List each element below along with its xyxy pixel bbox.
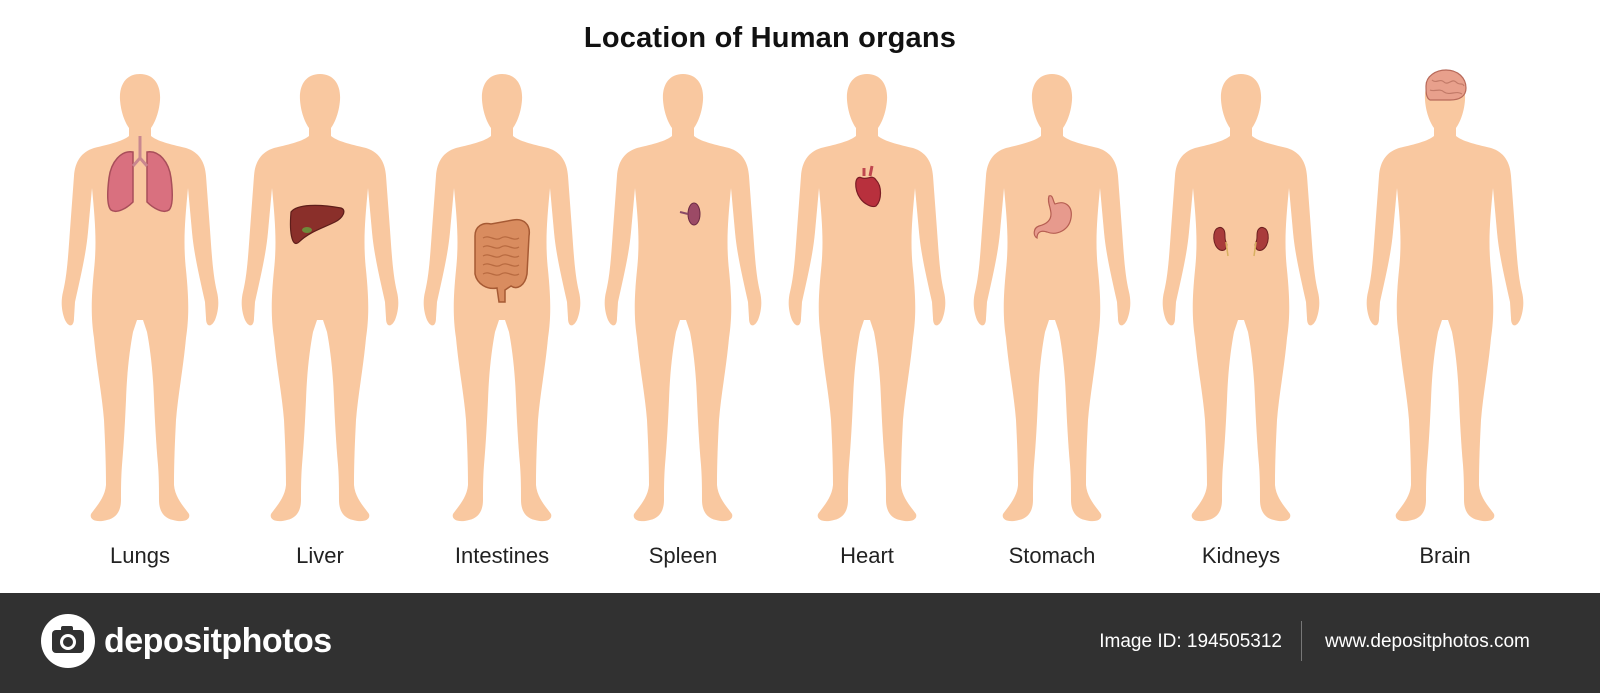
body-silhouette — [604, 74, 762, 522]
label-brain: Brain — [1419, 543, 1471, 568]
body-shape — [788, 74, 946, 522]
body-silhouette — [788, 74, 946, 522]
brand-name: depositphotos — [104, 621, 332, 660]
figure-lungs — [55, 70, 225, 530]
figure-stomach — [967, 70, 1137, 530]
body-shape — [604, 74, 762, 522]
body-shape — [61, 74, 219, 522]
body-silhouette — [1162, 74, 1320, 522]
lungs-icon — [106, 136, 174, 213]
label-stomach: Stomach — [1008, 543, 1096, 568]
body-shape — [973, 74, 1131, 522]
label-heart: Heart — [840, 543, 894, 568]
body-silhouette — [241, 74, 399, 522]
site-link[interactable]: www.depositphotos.com — [1325, 631, 1530, 652]
footer-bar: depositphotos Image ID: 194505312 www.de… — [0, 593, 1600, 693]
spleen-icon — [679, 202, 701, 226]
heart-icon — [855, 165, 882, 208]
label-spleen: Spleen — [648, 543, 718, 568]
stomach-icon — [1033, 195, 1072, 239]
image-id: Image ID: 194505312 — [1099, 631, 1282, 652]
figure-brain — [1360, 69, 1530, 530]
footer-divider — [1301, 621, 1302, 661]
figure-intestines — [417, 70, 587, 530]
body-silhouette — [61, 74, 219, 522]
label-lungs: Lungs — [110, 543, 170, 568]
kidneys-icon — [1213, 226, 1269, 257]
figure-kidneys — [1156, 70, 1326, 530]
brand-logo[interactable]: depositphotos — [40, 613, 332, 669]
body-shape — [1366, 74, 1524, 522]
body-silhouette — [1366, 69, 1524, 522]
body-silhouette — [423, 74, 581, 522]
brain-icon — [1425, 69, 1467, 101]
label-kidneys: Kidneys — [1201, 543, 1281, 568]
intestines-icon — [474, 218, 531, 303]
body-shape — [1162, 74, 1320, 522]
body-shape — [241, 74, 399, 522]
camera-icon — [41, 614, 95, 668]
diagram-title: Location of Human organs — [583, 22, 957, 54]
figure-spleen — [598, 70, 768, 530]
label-intestines: Intestines — [454, 543, 550, 568]
figure-liver — [235, 70, 405, 530]
diagram-canvas: Location of Human organs Lungs Liver Int… — [55, 22, 1530, 568]
label-liver: Liver — [296, 543, 344, 568]
liver-icon — [289, 204, 345, 245]
figure-heart — [782, 70, 952, 530]
body-silhouette — [973, 74, 1131, 522]
